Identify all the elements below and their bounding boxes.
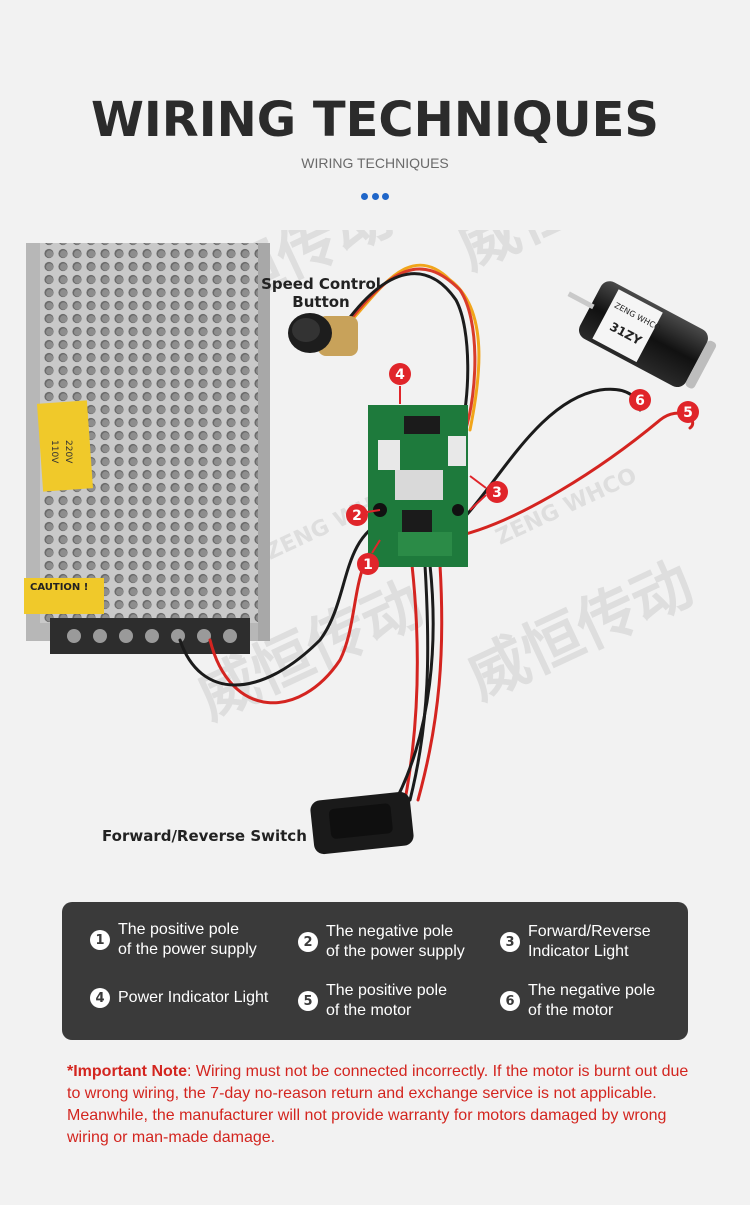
legend-text: Forward/Reverse Indicator Light (528, 923, 651, 960)
legend-item-2: 2 The negative pole of the power supply (298, 922, 465, 962)
svg-text:1: 1 (363, 557, 373, 573)
svg-text:5: 5 (683, 405, 693, 421)
legend-text: The negative pole of the power supply (326, 923, 465, 960)
legend-number: 2 (298, 932, 318, 952)
svg-text:4: 4 (395, 367, 405, 383)
speed-knob (288, 313, 358, 356)
motor: ZENG WHCO 31ZY (567, 281, 717, 389)
legend-text: The positive pole of the power supply (118, 921, 257, 958)
svg-text:220V: 220V (63, 440, 73, 464)
speed-control-label: Speed Control Button (261, 275, 381, 311)
svg-text:CAUTION !: CAUTION ! (30, 582, 88, 593)
svg-text:2: 2 (352, 508, 362, 524)
marker-4: 4 (389, 363, 411, 385)
power-supply: CAUTION ! 110V 220V (24, 243, 270, 654)
marker-6: 6 (629, 389, 651, 411)
legend-item-6: 6 The negative pole of the motor (500, 981, 655, 1021)
note-prefix: *Important Note (67, 1063, 187, 1080)
legend-item-1: 1 The positive pole of the power supply (90, 920, 257, 960)
legend-item-4: 4 Power Indicator Light (90, 988, 268, 1008)
svg-text:3: 3 (492, 485, 502, 501)
marker-5: 5 (677, 401, 699, 423)
legend-number: 6 (500, 991, 520, 1011)
svg-text:6: 6 (635, 393, 645, 409)
marker-3: 3 (486, 481, 508, 503)
controller-board (368, 405, 468, 567)
svg-text:威恒传动: 威恒传动 (447, 230, 694, 284)
legend-item-3: 3 Forward/Reverse Indicator Light (500, 922, 651, 962)
svg-text:110V: 110V (49, 440, 59, 464)
legend-number: 4 (90, 988, 110, 1008)
note-body: : Wiring must not be connected incorrect… (67, 1063, 689, 1146)
marker-1: 1 (357, 553, 379, 575)
svg-text:威恒传动: 威恒传动 (457, 549, 704, 714)
svg-text:ZENG WHCO: ZENG WHCO (492, 463, 641, 550)
markers: 1 2 3 4 5 6 (346, 363, 699, 575)
legend-number: 1 (90, 930, 110, 950)
wiring-photo: 威恒传动 威恒传动 威恒传动 威恒传动 ZENG WHCO ZENG WHCO … (24, 230, 717, 855)
important-note: *Important Note: Wiring must not be conn… (67, 1061, 692, 1149)
legend-panel: 1 The positive pole of the power supply … (62, 902, 688, 1040)
switch-label: Forward/Reverse Switch (102, 827, 307, 845)
legend-text: Power Indicator Light (118, 989, 269, 1006)
legend-number: 3 (500, 932, 520, 952)
legend-item-5: 5 The positive pole of the motor (298, 981, 447, 1021)
page-title: WIRING TECHNIQUES (90, 92, 659, 148)
marker-2: 2 (346, 504, 368, 526)
page-subtitle: WIRING TECHNIQUES (301, 155, 449, 171)
title-dots (361, 193, 389, 201)
forward-reverse-switch (310, 791, 414, 855)
legend-text: The positive pole of the motor (326, 982, 447, 1019)
legend-text: The negative pole of the motor (528, 982, 656, 1019)
legend-number: 5 (298, 991, 318, 1011)
